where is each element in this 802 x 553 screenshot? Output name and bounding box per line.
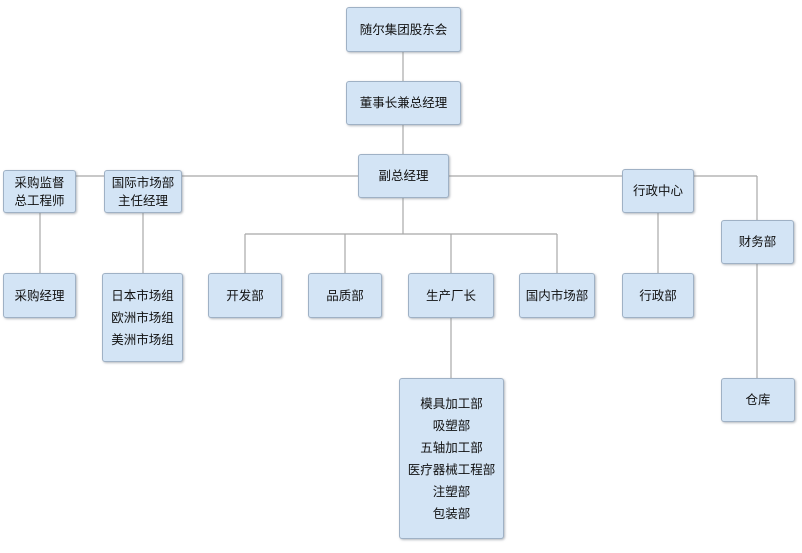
node-procurement-mgr: 采购经理 [3, 273, 76, 318]
node-label: 品质部 [326, 287, 364, 303]
node-label: 财务部 [738, 234, 777, 249]
node-label: 总工程师 [14, 192, 65, 208]
node-domestic-market: 国内市场部 [519, 273, 595, 318]
node-shareholders: 随尔集团股东会 [346, 7, 461, 52]
node-quality: 品质部 [308, 273, 382, 318]
node-label: 主任经理 [117, 192, 168, 208]
node-vice-gm: 副总经理 [358, 154, 449, 198]
node-label: 行政中心 [632, 183, 683, 198]
node-admin-dept: 行政部 [622, 273, 694, 318]
node-label: 生产厂长 [425, 287, 476, 303]
node-label: 医疗器械工程部 [407, 461, 496, 477]
node-development: 开发部 [208, 273, 282, 318]
node-admin-center: 行政中心 [622, 169, 694, 213]
node-production-units: 模具加工部 吸塑部 五轴加工部 医疗器械工程部 注塑部 包装部 [399, 378, 504, 539]
node-label: 仓库 [745, 392, 771, 407]
node-factory-mgr: 生产厂长 [408, 273, 494, 318]
node-label: 副总经理 [378, 168, 429, 183]
node-intl-market: 国际市场部 主任经理 [104, 170, 182, 213]
node-label: 随尔集团股东会 [359, 21, 448, 37]
node-label: 模具加工部 [420, 395, 483, 411]
node-label: 行政部 [639, 287, 677, 303]
node-finance: 财务部 [721, 220, 794, 264]
node-label: 五轴加工部 [420, 439, 483, 455]
node-label: 欧洲市场组 [111, 309, 174, 325]
node-label: 国际市场部 [111, 174, 175, 190]
node-intl-groups: 日本市场组 欧洲市场组 美洲市场组 [102, 273, 183, 362]
node-label: 开发部 [226, 287, 264, 303]
node-label: 吸塑部 [432, 417, 471, 433]
node-warehouse: 仓库 [721, 378, 795, 422]
node-label: 采购经理 [14, 287, 65, 303]
node-label: 日本市场组 [111, 287, 174, 303]
node-label: 国内市场部 [525, 287, 589, 303]
node-label: 采购监督 [14, 174, 65, 190]
node-procurement-chief: 采购监督 总工程师 [3, 170, 76, 213]
node-label: 美洲市场组 [111, 331, 174, 347]
node-label: 注塑部 [432, 483, 471, 499]
node-label: 包装部 [432, 505, 471, 521]
node-label: 董事长兼总经理 [359, 95, 448, 110]
node-chairman: 董事长兼总经理 [346, 81, 461, 125]
